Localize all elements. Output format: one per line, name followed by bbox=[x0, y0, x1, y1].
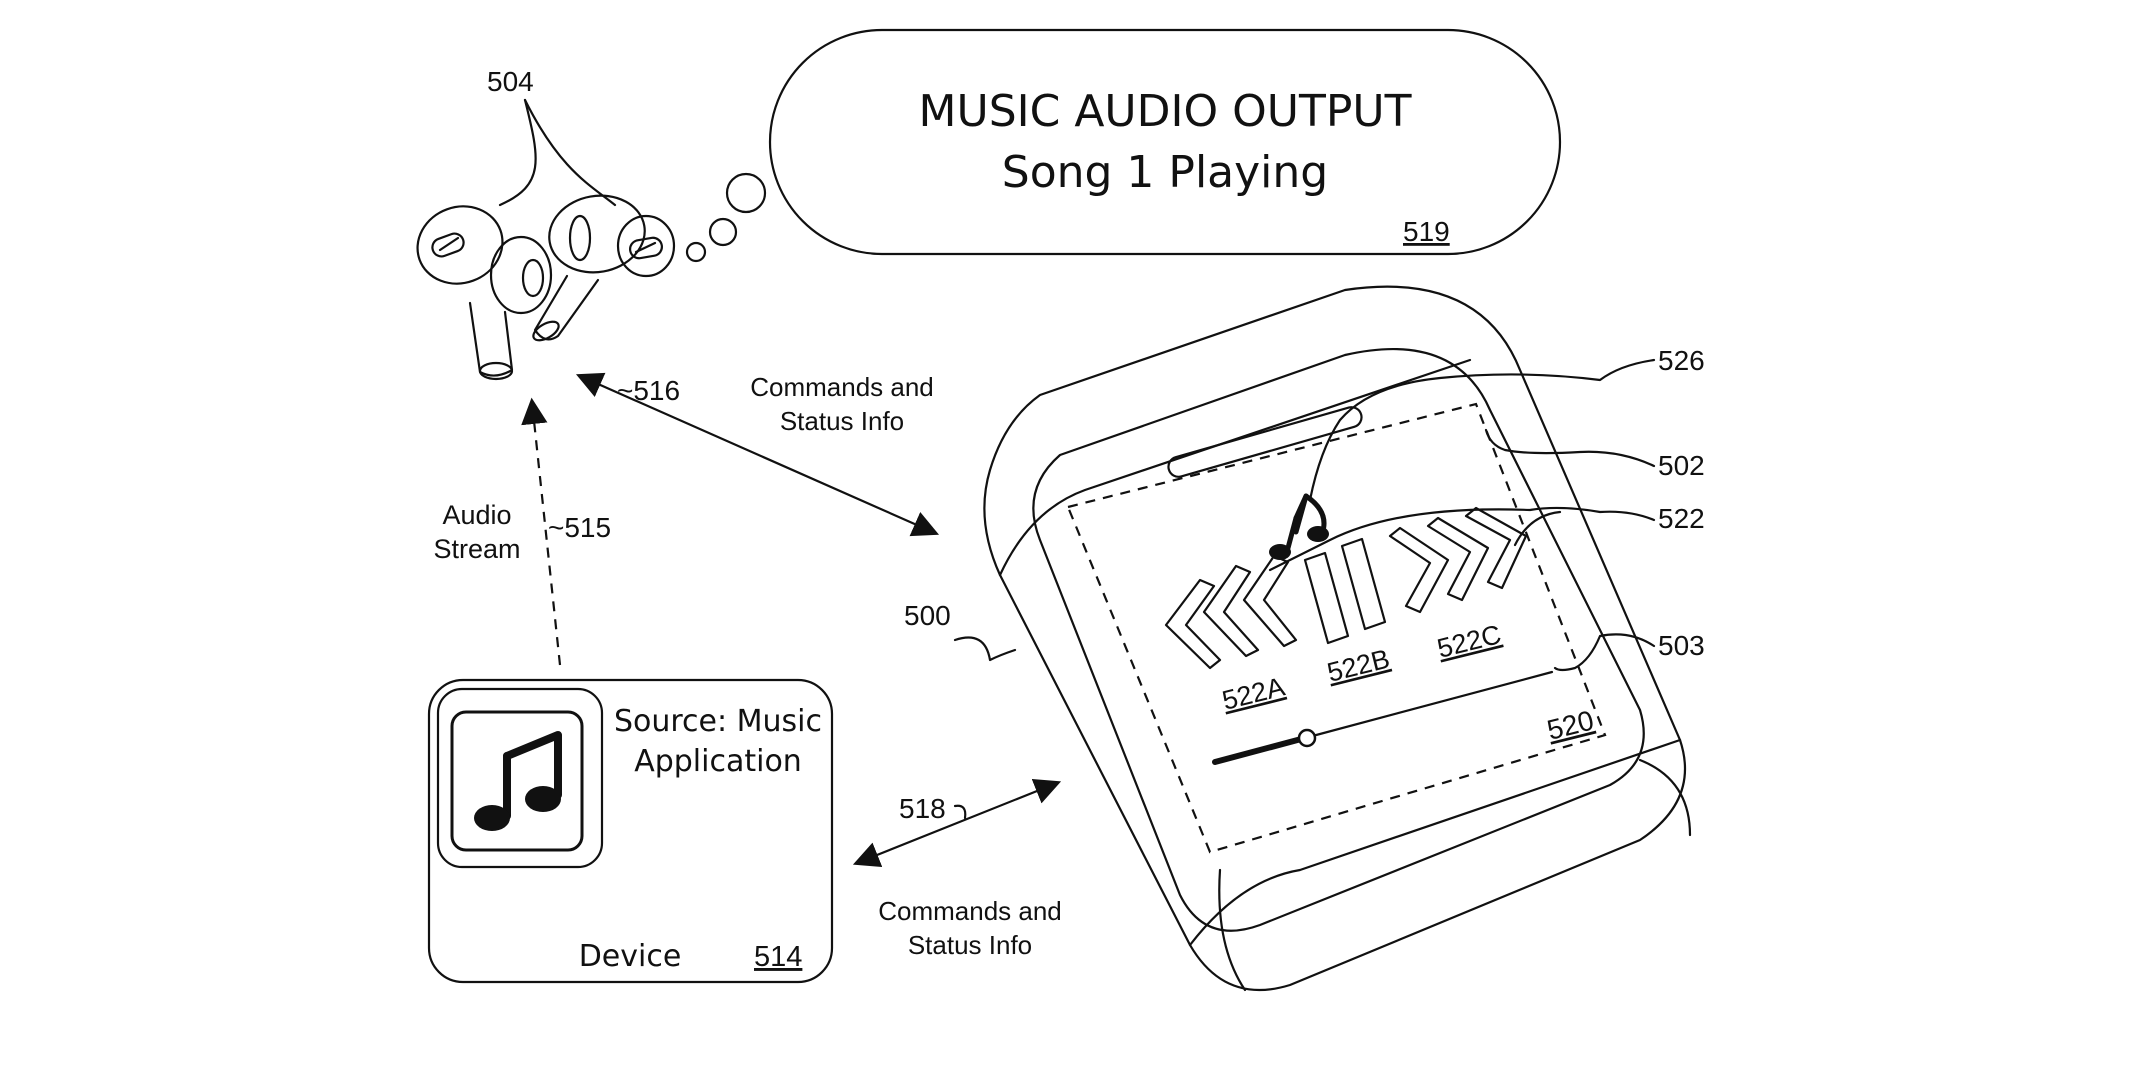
earbuds: 504 bbox=[407, 66, 674, 379]
progress-bar-handle bbox=[1299, 730, 1315, 746]
case-display-region bbox=[1068, 404, 1605, 852]
controls-ref: 522 bbox=[1658, 503, 1705, 534]
thought-bubble: MUSIC AUDIO OUTPUT Song 1 Playing 519 bbox=[687, 30, 1560, 261]
case-hinge-slot bbox=[1166, 405, 1364, 479]
bubble-ref: 519 bbox=[1403, 216, 1450, 247]
commands-bottom-link: 518 Commands and Status Info bbox=[857, 783, 1062, 960]
case-ref-leader bbox=[955, 638, 1015, 661]
commands-bottom-ref: 518 bbox=[899, 793, 946, 824]
bubble-dot-small bbox=[687, 243, 705, 261]
device-ref: 514 bbox=[754, 941, 802, 973]
bubble-dot-large bbox=[727, 174, 765, 212]
commands-bottom-label-line2: Status Info bbox=[908, 930, 1032, 960]
audio-stream-label-line2: Stream bbox=[433, 534, 520, 564]
control-pause-ref: 522B bbox=[1324, 643, 1392, 687]
charging-case: 522A 522B 522C 520 bbox=[984, 287, 1690, 990]
commands-top-ref: ~516 bbox=[617, 375, 680, 406]
audio-stream-link: Audio Stream ~515 bbox=[433, 402, 611, 665]
earbuds-leader-left bbox=[500, 100, 536, 205]
rewind-icon bbox=[1166, 556, 1296, 668]
audio-stream-ref: ~515 bbox=[548, 512, 611, 543]
earbuds-leader-right bbox=[525, 100, 615, 205]
commands-top-label-line1: Commands and bbox=[750, 372, 934, 402]
antenna-ref-leader bbox=[1310, 360, 1654, 500]
antenna-ref: 526 bbox=[1658, 345, 1705, 376]
display-ref: 503 bbox=[1658, 630, 1705, 661]
fast-forward-icon bbox=[1390, 508, 1526, 612]
bubble-dot-medium bbox=[710, 219, 736, 245]
device: Source: Music Application Device 514 bbox=[429, 680, 832, 982]
lid-ref: 502 bbox=[1658, 450, 1705, 481]
device-source-line1: Source: Music bbox=[614, 704, 822, 739]
audio-stream-label-line1: Audio bbox=[442, 500, 511, 530]
commands-top-label-line2: Status Info bbox=[780, 406, 904, 436]
commands-top-link: ~516 Commands and Status Info bbox=[580, 372, 935, 533]
device-source-line2: Application bbox=[634, 744, 802, 779]
left-earbud-icon bbox=[407, 195, 551, 379]
case-seam-corner bbox=[1640, 760, 1690, 835]
commands-bottom-arrow bbox=[857, 783, 1057, 863]
pause-icon bbox=[1305, 539, 1385, 643]
music-app-icon bbox=[438, 689, 602, 867]
progress-bar-filled bbox=[1215, 738, 1305, 762]
case-seam-lower bbox=[1190, 740, 1680, 945]
case-outer-body bbox=[984, 287, 1685, 990]
control-rewind-ref: 522A bbox=[1219, 671, 1287, 715]
case-ref: 500 bbox=[904, 600, 951, 631]
device-label: Device bbox=[579, 939, 682, 974]
bubble-title: MUSIC AUDIO OUTPUT bbox=[919, 86, 1412, 137]
control-forward-ref: 522C bbox=[1434, 619, 1504, 664]
right-earbud-icon bbox=[530, 188, 674, 344]
bubble-subtitle: Song 1 Playing bbox=[1002, 147, 1328, 198]
music-note-icon bbox=[1269, 496, 1329, 560]
commands-bottom-ref-tick bbox=[955, 806, 965, 818]
controls-ref-leader-branch bbox=[1515, 512, 1560, 545]
commands-bottom-label-line1: Commands and bbox=[878, 896, 1062, 926]
lid-ref-leader bbox=[1486, 430, 1654, 466]
earbuds-ref: 504 bbox=[487, 66, 534, 97]
